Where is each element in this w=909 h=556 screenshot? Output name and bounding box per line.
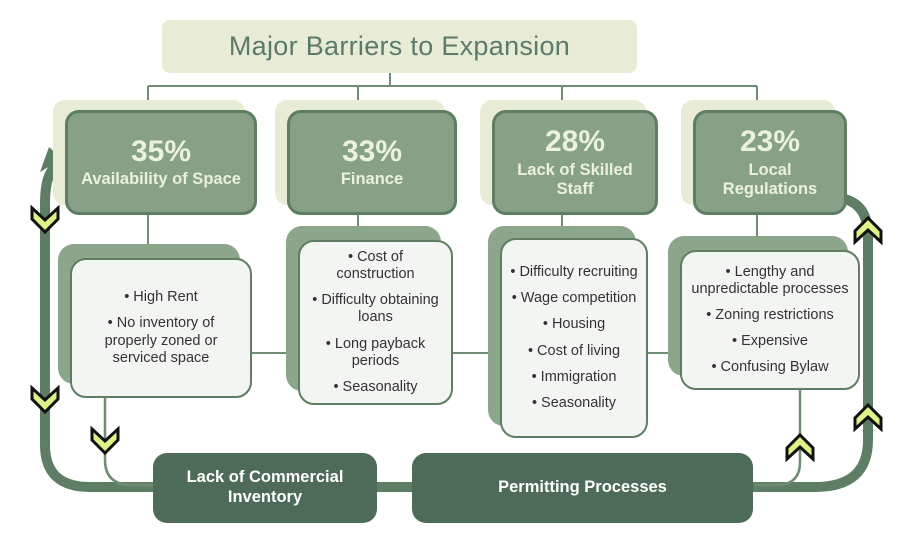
detail-card-local-regulations: • Lengthy and unpredictable processes • Z… xyxy=(680,250,860,390)
bullet-item: • Cost of living xyxy=(527,342,621,359)
barrier-label: Finance xyxy=(340,170,404,189)
footer-box-permitting-processes: Permitting Processes xyxy=(412,453,753,523)
footer-label: Permitting Processes xyxy=(498,478,667,497)
footer-box-lack-of-commercial-inventory: Lack of Commercial Inventory xyxy=(153,453,377,523)
barrier-box-finance: 33% Finance xyxy=(287,110,457,215)
detail-card-finance: • Cost of construction • Difficulty obtai… xyxy=(298,240,453,405)
barrier-pct: 33% xyxy=(341,134,403,168)
barrier-box-lack-of-skilled-staff: 28% Lack of Skilled Staff xyxy=(492,110,658,215)
bullet-item: • Seasonality xyxy=(531,394,617,411)
flow-loop-tail-taper xyxy=(40,147,62,172)
bullet-item: • Long payback periods xyxy=(325,335,426,369)
barrier-pct: 23% xyxy=(739,125,801,159)
barrier-box-availability-of-space: 35% Availability of Space xyxy=(65,110,257,215)
barrier-label: Lack of Skilled Staff xyxy=(517,160,633,198)
page-title: Major Barriers to Expansion xyxy=(162,20,637,73)
bullet-item: • Immigration xyxy=(531,368,617,385)
card-to-footer-lines xyxy=(103,390,802,487)
bullet-item: • Difficulty obtaining loans xyxy=(312,292,439,326)
barrier-pct: 28% xyxy=(544,125,606,159)
page-title-text: Major Barriers to Expansion xyxy=(228,31,571,61)
detail-card-availability-of-space: • High Rent • No inventory of properly zo… xyxy=(70,258,252,398)
bullet-item: • Zoning restrictions xyxy=(706,306,834,323)
bullet-item: • Seasonality xyxy=(333,378,418,395)
title-branch-lines xyxy=(147,73,758,101)
bullet-item: • Confusing Bylaw xyxy=(711,359,829,376)
footer-label: Lack of Commercial Inventory xyxy=(186,468,344,506)
bullet-item: • Lengthy and unpredictable processes xyxy=(691,263,849,297)
bullet-item: • Difficulty recruiting xyxy=(510,264,638,281)
barrier-label: Availability of Space xyxy=(81,170,241,189)
bullet-item: • Expensive xyxy=(731,333,808,350)
detail-card-lack-of-skilled-staff: • Difficulty recruiting • Wage competitio… xyxy=(500,238,648,438)
bullet-item: • High Rent xyxy=(124,289,198,306)
bullet-item: • Housing xyxy=(542,316,606,333)
barrier-box-local-regulations: 23% Local Regulations xyxy=(693,110,847,215)
bullet-item: • Wage competition xyxy=(511,290,637,307)
bullet-item: • Cost of construction xyxy=(336,249,415,283)
bullet-item: • No inventory of properly zoned or serv… xyxy=(104,315,218,366)
barrier-label: Local Regulations xyxy=(722,160,818,198)
barrier-pct: 35% xyxy=(130,134,192,168)
